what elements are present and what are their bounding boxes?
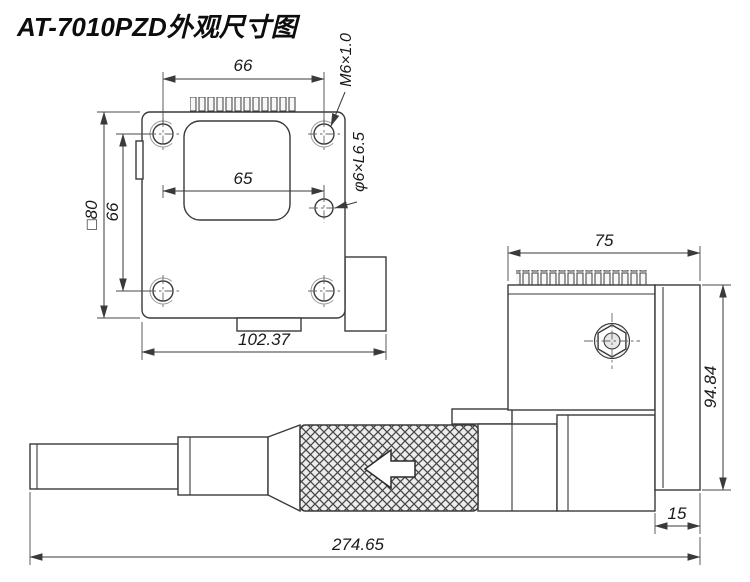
front-view — [135, 97, 387, 332]
front-left-notch — [135, 140, 144, 180]
dim-text-hole-spacing-side: 66 — [103, 202, 122, 221]
dim-text-plate-height: 94.84 — [701, 366, 720, 409]
bolt-hole-bottom-right — [308, 275, 340, 307]
drawing-title: AT-7010PZD外观尺寸图 — [16, 12, 301, 42]
side-body — [507, 284, 656, 411]
dim-overall-length: 274.65 — [29, 492, 701, 565]
front-knurl-strip — [190, 97, 297, 112]
dim-front-square: □80 — [82, 111, 140, 319]
thread-arc — [310, 120, 338, 148]
bottom-assembly — [29, 408, 656, 513]
label-hole-spec: φ6×L6.5 — [351, 132, 368, 192]
bolt-hole-bottom-left — [147, 275, 179, 307]
direction-arrow-icon — [363, 448, 416, 490]
dim-front-bottom: 102.37 — [141, 322, 387, 360]
dim-front-top: 66 — [162, 56, 325, 124]
dim-text-hole-spacing-top: 66 — [234, 56, 253, 75]
thread-arc — [310, 277, 338, 305]
dim-side-width: 75 — [507, 231, 701, 281]
label-thread-spec: M6×1.0 — [338, 33, 355, 87]
dim-front-inner: 65 — [162, 169, 325, 199]
side-mount-plate — [654, 284, 701, 491]
thread-arc — [149, 120, 177, 148]
thread-arc — [149, 277, 177, 305]
arm-section-right — [556, 414, 656, 512]
front-right-bracket — [344, 256, 387, 332]
dim-text-overall-width: 102.37 — [238, 330, 291, 349]
leader-line — [330, 91, 346, 127]
dim-text-overall-length: 274.65 — [331, 535, 385, 554]
dim-side-thickness: 15 — [654, 493, 701, 534]
arm-section-left — [477, 423, 558, 512]
leader-line — [334, 201, 358, 209]
dim-side-height: 94.84 — [701, 284, 731, 491]
side-knurl-strip — [516, 270, 647, 285]
leader-hole: φ6×L6.5 — [334, 132, 368, 209]
dim-text-plate-thickness: 15 — [668, 504, 687, 523]
front-bottom-tab — [236, 317, 302, 332]
clamp-lip — [451, 408, 513, 425]
dim-text-plate-square: □80 — [82, 200, 101, 230]
shaft — [29, 443, 179, 490]
dim-text-body-width: 75 — [595, 231, 614, 250]
taper-coupling — [267, 423, 301, 513]
front-inner-opening — [183, 120, 291, 221]
leader-thread: M6×1.0 — [330, 33, 355, 127]
dim-front-side: 66 — [103, 133, 151, 292]
collar — [177, 436, 269, 496]
side-view — [507, 270, 701, 491]
dim-text-hole-spacing-inner: 65 — [234, 169, 253, 188]
